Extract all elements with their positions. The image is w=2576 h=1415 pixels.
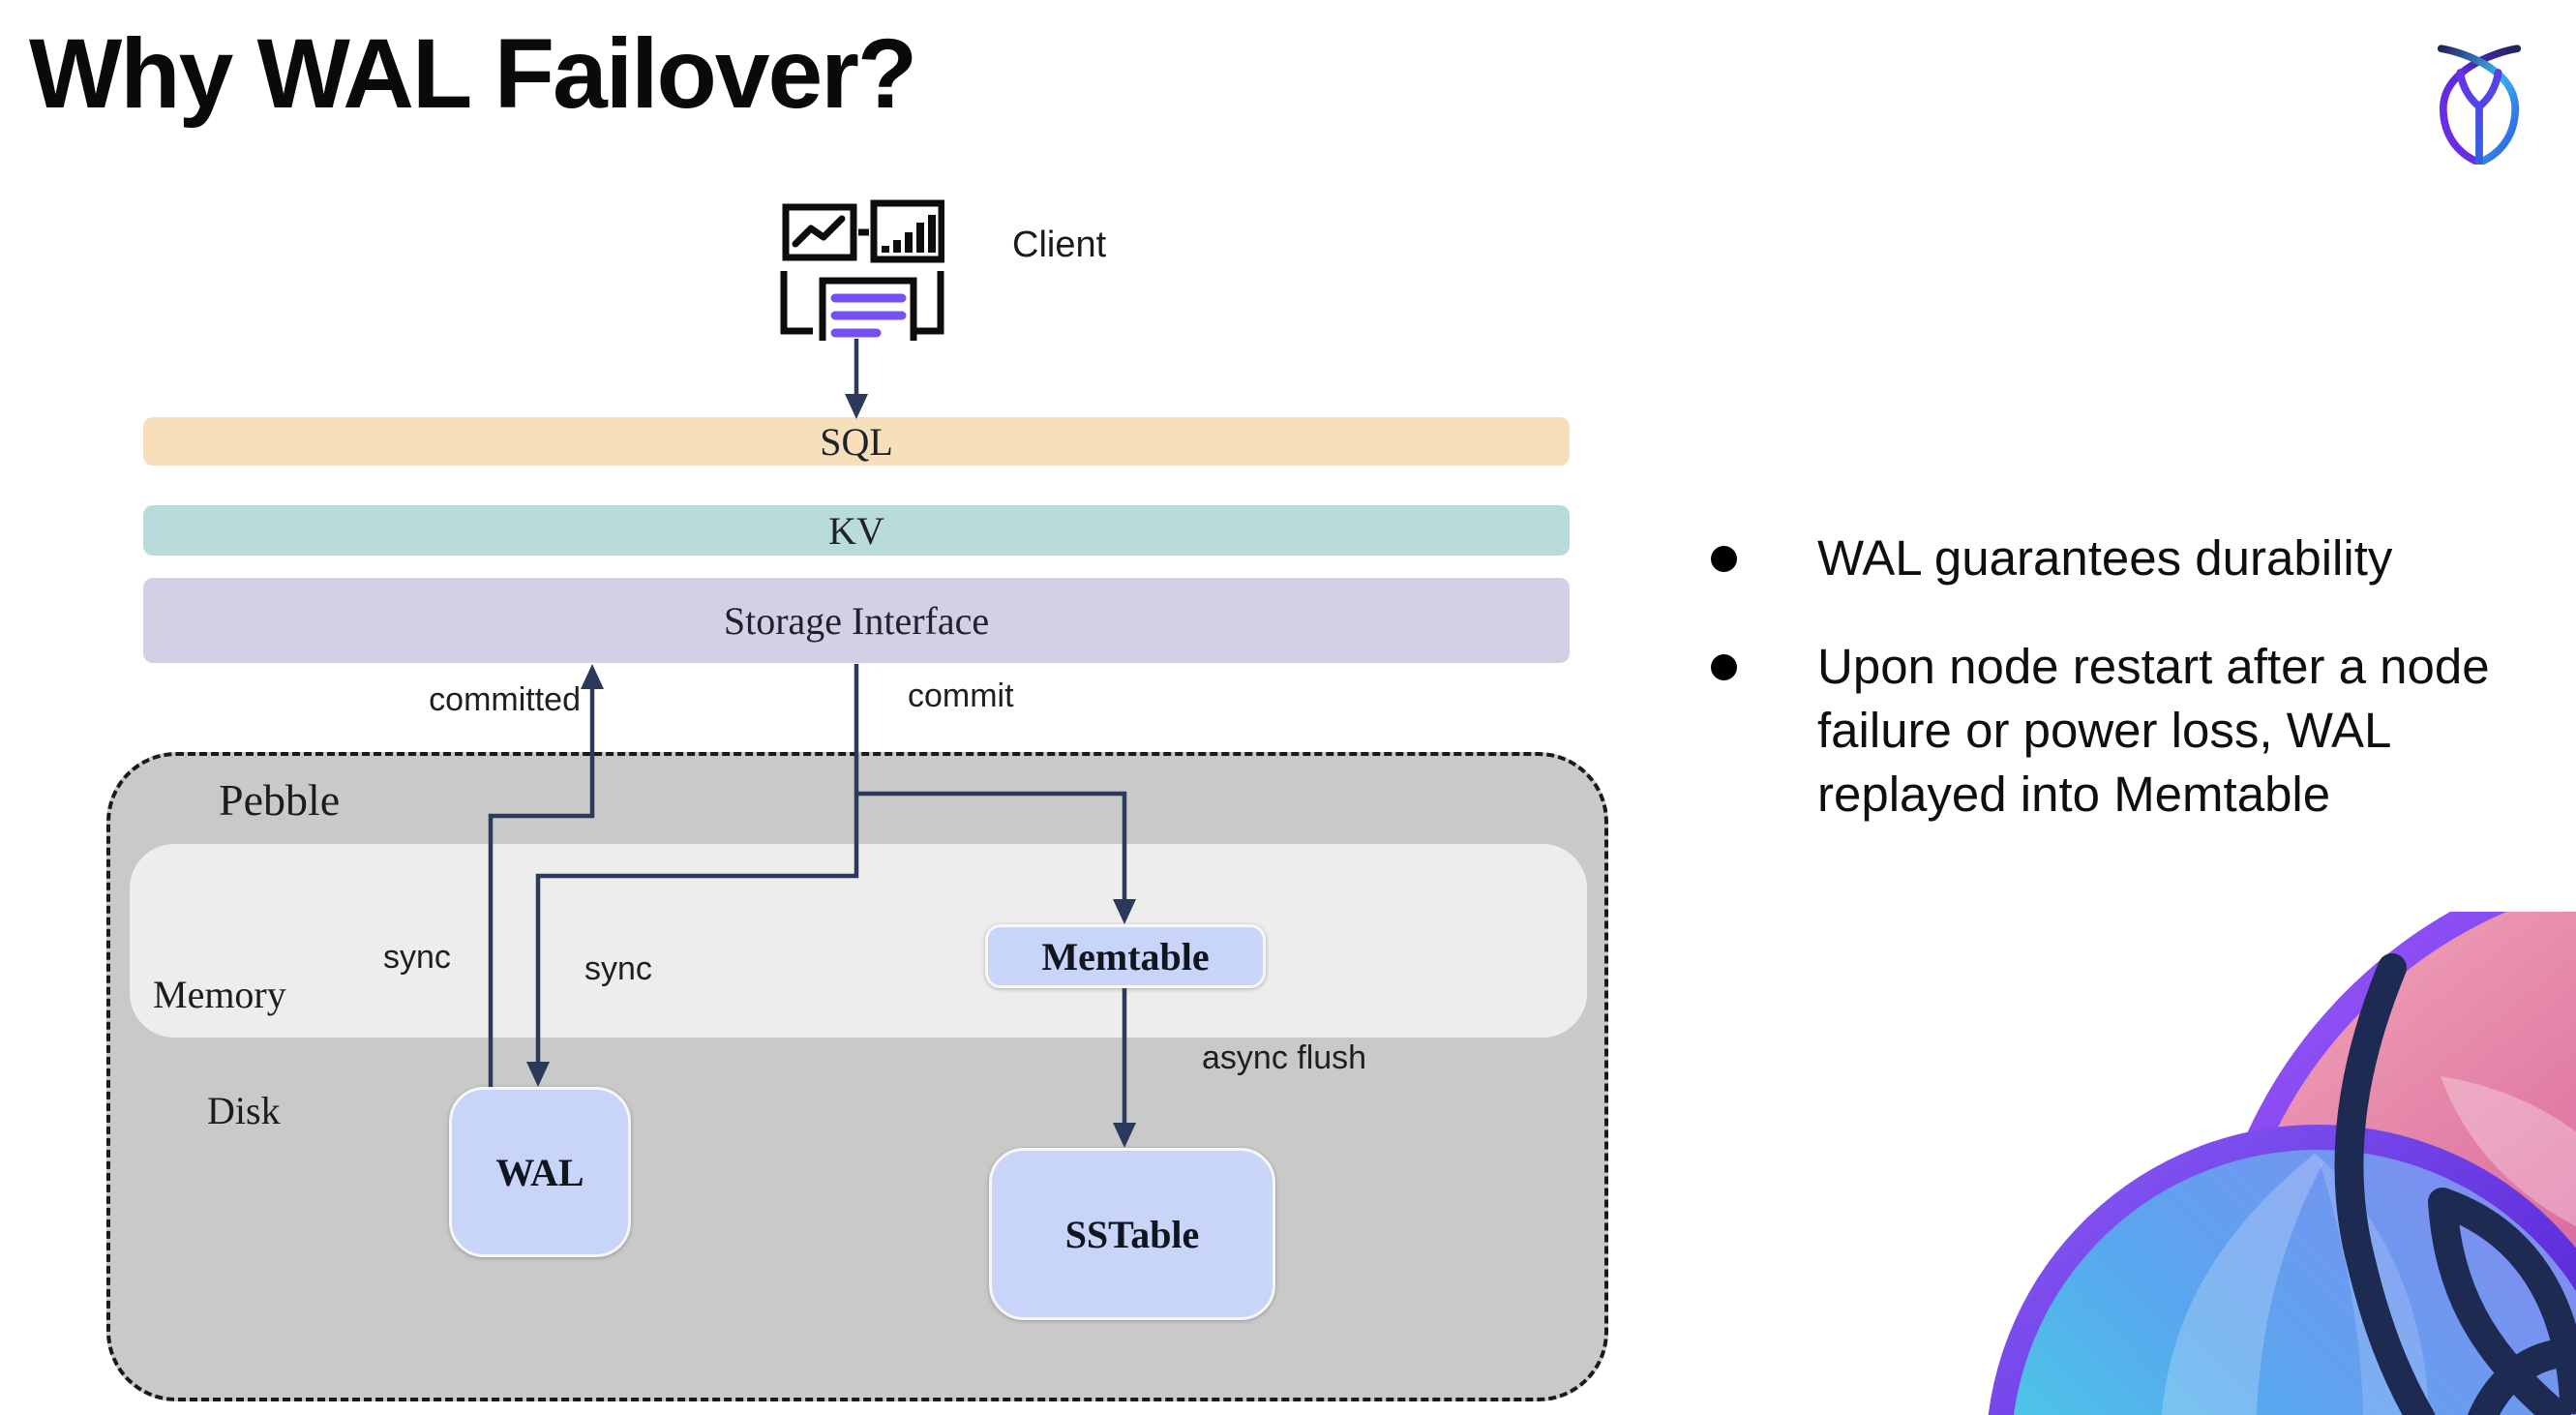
sync-right-label: sync [584,950,652,987]
wal-node: WAL [449,1087,631,1257]
bullet-dot [1711,654,1737,680]
async-flush-label: async flush [1202,1039,1367,1076]
memory-label: Memory [153,973,286,1016]
commit-label: commit [908,677,1014,714]
layer-sql-label: SQL [820,419,893,464]
bullet-text: Upon node restart after a node failure o… [1817,639,2490,822]
bullet-text: WAL guarantees durability [1817,530,2393,586]
memtable-node: Memtable [985,924,1266,988]
page-title: Why WAL Failover? [29,18,917,129]
sync-left-label: sync [383,939,451,976]
brand-art [1988,912,2576,1415]
memory-band [130,844,1587,1038]
bullet-item: WAL guarantees durability [1686,527,2537,590]
memtable-label: Memtable [1041,934,1210,978]
sstable-node: SSTable [989,1148,1275,1320]
client-label: Client [1012,225,1107,265]
layer-storage-label: Storage Interface [723,598,990,643]
client-devices-icon [780,199,944,341]
bullet-item: Upon node restart after a node failure o… [1686,635,2537,827]
bullet-list: WAL guarantees durability Upon node rest… [1686,527,2537,871]
bullet-dot [1711,546,1737,572]
wal-label: WAL [495,1150,584,1194]
arrowhead-sql [845,394,868,419]
layer-kv-label: KV [828,508,884,553]
arrowhead-committed [581,664,604,689]
layer-kv: KV [143,505,1570,556]
pebble-label: Pebble [219,775,341,825]
committed-label: committed [429,681,581,718]
disk-label: Disk [207,1089,281,1132]
layer-sql: SQL [143,417,1570,466]
cockroach-logo-icon [2437,45,2522,165]
layer-storage-interface: Storage Interface [143,578,1570,663]
sstable-label: SSTable [1064,1212,1200,1256]
